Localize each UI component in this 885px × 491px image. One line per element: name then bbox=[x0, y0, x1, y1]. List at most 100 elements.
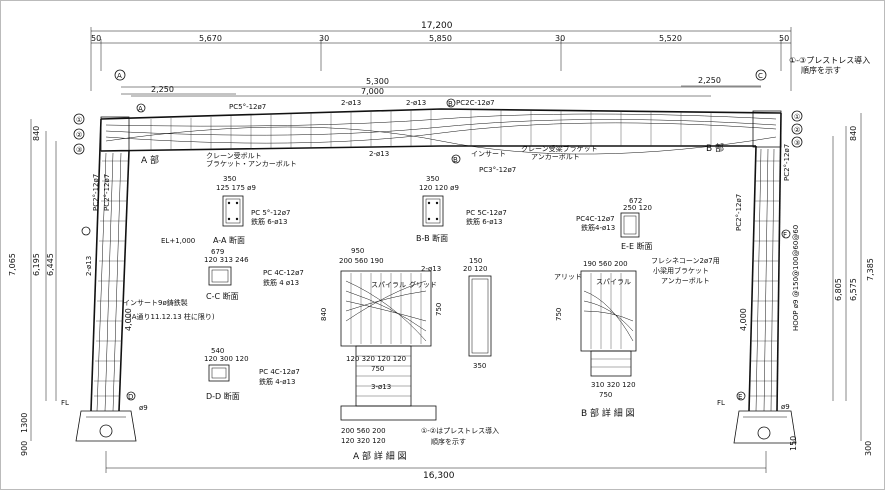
seq-2-right: ② bbox=[794, 126, 800, 134]
detail-a-h1: 840 bbox=[320, 308, 328, 321]
total-span-label: 17,200 bbox=[421, 21, 453, 31]
section-dd: 540 120 300 120 PC 4C-12ø7 鉄筋 4-ø13 D-D … bbox=[204, 347, 300, 401]
fl-left: FL bbox=[61, 399, 69, 407]
detail-b-bottom: 310 320 120 bbox=[591, 381, 636, 389]
hoop-label: HOOP ø9 @150@100@60@60 bbox=[792, 225, 800, 331]
detail-a-b2: 2-ø13 bbox=[421, 265, 441, 273]
bb-title: B-B 断面 bbox=[416, 233, 448, 243]
beam-stirrups bbox=[150, 109, 712, 151]
axis-b-bottom: B bbox=[453, 156, 458, 164]
detail-a-b1: 3-ø13 bbox=[371, 383, 391, 391]
bb-width: 350 bbox=[426, 175, 439, 183]
right-height-6805: 6,805 bbox=[834, 278, 843, 301]
right-height-dimensions: 7,385 6,575 6,805 840 4,000 150 300 bbox=[739, 113, 875, 456]
axis-e-marker: E bbox=[738, 393, 742, 401]
rebar-2-13-c: 2-ø13 bbox=[369, 150, 389, 158]
crane-span-label: 5,300 bbox=[366, 77, 389, 86]
span-2-label: 5,850 bbox=[429, 34, 452, 43]
bottom-total-label: 16,300 bbox=[423, 471, 455, 481]
crane-beam-anchor: アンカーボルト bbox=[531, 153, 580, 161]
cc-width: 679 bbox=[211, 248, 224, 256]
right-height-4000: 4,000 bbox=[739, 308, 748, 331]
joint-1-label: 30 bbox=[319, 34, 329, 43]
ee-title: E-E 断面 bbox=[621, 241, 653, 251]
section-cc: 679 120 313 246 PC 4C-12ø7 鉄筋 4 ø13 C-C … bbox=[204, 248, 304, 301]
rebar-9-left: ø9 bbox=[139, 404, 148, 412]
prestress-note: ①-②はプレストレス導入 bbox=[421, 426, 499, 435]
crane-beam-bracket: クレーン受梁ブラケット bbox=[521, 144, 598, 153]
detail-a-t20120: 20 120 bbox=[463, 265, 488, 273]
aa-sub: 125 175 ø9 bbox=[216, 184, 256, 192]
cc-title: C-C 断面 bbox=[206, 291, 239, 301]
detail-b-spiral: スパイラル bbox=[596, 278, 631, 286]
axis-c-marker: C bbox=[758, 72, 763, 80]
crane-bolt-label: クレーン受ボルト bbox=[206, 151, 262, 160]
bottom-dimensions: 16,300 bbox=[105, 451, 767, 481]
aa-pc: PC 5°-12ø7 bbox=[251, 209, 290, 217]
small-beam-anchor: アンカーボルト bbox=[661, 277, 710, 285]
right-height-7385: 7,385 bbox=[866, 258, 875, 281]
cc-pc: PC 4C-12ø7 bbox=[263, 269, 304, 277]
aa-bar: 鉄筋 6-ø13 bbox=[251, 217, 287, 226]
dd-pc: PC 4C-12ø7 bbox=[259, 368, 300, 376]
axis-d-marker: D bbox=[128, 393, 133, 401]
right-height-6575: 6,575 bbox=[849, 278, 858, 301]
ee-width: 672 bbox=[629, 197, 642, 205]
detail-a-spiral: スパイラル bbox=[371, 281, 406, 289]
right-bottom-150: 150 bbox=[789, 436, 798, 451]
dd-width: 540 bbox=[211, 347, 224, 355]
crane-bracket-label: ブラケット・アンカーボルト bbox=[206, 159, 297, 168]
detail-a-w2: 200 560 190 bbox=[339, 257, 384, 265]
right-top-840: 840 bbox=[849, 126, 858, 141]
insert-9-label: インサート9ø鋳鉄製 bbox=[123, 298, 188, 307]
joint-2-label: 30 bbox=[555, 34, 565, 43]
left-end-50: 50 bbox=[91, 34, 101, 43]
pc-left-col: PC2°-12ø7 bbox=[92, 174, 100, 211]
left-height-4000: 4,000 bbox=[124, 308, 133, 331]
left-height-6195: 6,195 bbox=[32, 253, 41, 276]
span-1-label: 5,670 bbox=[199, 34, 222, 43]
pc-top-mid: PC2C-12ø7 bbox=[456, 99, 495, 107]
dd-title: D-D 断面 bbox=[206, 391, 240, 401]
left-top-840: 840 bbox=[32, 126, 41, 141]
detail-a-bottom: 120 320 120 120 bbox=[346, 355, 406, 363]
left-column-stirrups bbox=[94, 160, 128, 397]
prestress-sequence-left: ① ② ③ bbox=[73, 113, 85, 155]
ee-sub: 250 120 bbox=[623, 204, 652, 212]
left-bottom-1300: 1300 bbox=[20, 413, 29, 433]
detail-a-bottom-total: 750 bbox=[371, 365, 384, 373]
right-offset-label: 2,250 bbox=[698, 76, 721, 85]
detail-b-title: B 部 詳 細 図 bbox=[581, 407, 635, 419]
part-b-label: B 部 bbox=[706, 142, 724, 154]
aa-width: 350 bbox=[223, 175, 236, 183]
ee-pc: PC4C-12ø7 bbox=[576, 215, 615, 223]
pc-right-col: PC2°-12ø7 bbox=[783, 144, 791, 181]
detail-b-bottom-total: 750 bbox=[599, 391, 612, 399]
axis-a-small: A bbox=[138, 105, 143, 113]
part-a-label: A 部 bbox=[141, 154, 159, 166]
el-label: EL+1,000 bbox=[161, 237, 195, 245]
section-bb: 350 120 120 ø9 PC 5C-12ø7 鉄筋 6-ø13 B-B 断… bbox=[416, 175, 507, 243]
prestress-order-sub: 順序を示す bbox=[801, 65, 841, 75]
fl-right: FL bbox=[717, 399, 725, 407]
axis-b-top: B bbox=[448, 100, 453, 108]
pc-right-col-2: PC2°-12ø7 bbox=[735, 194, 743, 231]
section-ee: 672 250 120 PC4C-12ø7 鉄筋4-ø13 E-E 断面 bbox=[576, 197, 653, 251]
seq-3-right: ③ bbox=[794, 139, 800, 147]
seq-3-left: ③ bbox=[76, 146, 82, 154]
rebar-9-right: ø9 bbox=[781, 403, 790, 411]
pc-top-left: PC5°-12ø7 bbox=[229, 103, 266, 111]
bb-pc: PC 5C-12ø7 bbox=[466, 209, 507, 217]
aa-title: A-A 断面 bbox=[213, 235, 245, 245]
detail-a-bars-low: 200 560 200 bbox=[341, 427, 386, 435]
detail-a-bars-low-2: 120 320 120 bbox=[341, 437, 386, 445]
cable-span-label: 7,000 bbox=[361, 87, 384, 96]
rebar-2-13-d: 2-ø13 bbox=[85, 256, 93, 276]
left-bottom-900: 900 bbox=[20, 441, 29, 456]
detail-b-w1: 190 560 200 bbox=[583, 260, 628, 268]
top-dimensions: 17,200 50 5,670 30 5,850 30 5,520 50 5,3… bbox=[90, 21, 792, 97]
insert-9-note: (A通り11.12.13 柱に限り) bbox=[129, 312, 215, 321]
rebar-2-13-b: 2-ø13 bbox=[406, 99, 426, 107]
